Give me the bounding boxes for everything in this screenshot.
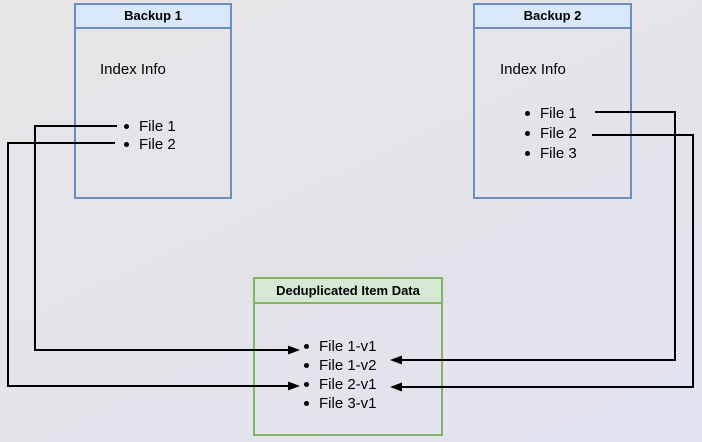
- list-item: File 3-v1: [304, 394, 377, 413]
- backup1-file-list: File 1 File 2: [124, 117, 176, 153]
- item-label: File 1-v2: [319, 357, 377, 374]
- file-label: File 1: [139, 117, 176, 135]
- dedup-title: Deduplicated Item Data: [276, 283, 420, 298]
- list-item: File 1-v2: [304, 356, 377, 375]
- bullet-icon: [304, 344, 309, 349]
- item-label: File 1-v1: [319, 338, 377, 355]
- backup2-box: Backup 2 Index Info File 1 File 2 File 3: [473, 3, 632, 199]
- list-item: File 2: [124, 135, 176, 153]
- list-item: File 1: [525, 103, 577, 123]
- backup1-box: Backup 1 Index Info File 1 File 2: [74, 3, 232, 199]
- bullet-icon: [304, 382, 309, 387]
- list-item: File 2: [525, 123, 577, 143]
- bullet-icon: [304, 401, 309, 406]
- list-item: File 1: [124, 117, 176, 135]
- backup2-title: Backup 2: [523, 8, 582, 23]
- bullet-icon: [525, 130, 530, 136]
- backup2-subtitle: Index Info: [500, 61, 566, 78]
- file-label: File 1: [540, 104, 577, 122]
- item-label: File 2-v1: [319, 376, 377, 393]
- list-item: File 2-v1: [304, 375, 377, 394]
- file-label: File 3: [540, 144, 577, 162]
- bullet-icon: [304, 363, 309, 368]
- dedup-item-list: File 1-v1 File 1-v2 File 2-v1 File 3-v1: [304, 337, 377, 413]
- item-label: File 3-v1: [319, 395, 377, 412]
- file-label: File 2: [540, 124, 577, 142]
- backup1-header: Backup 1: [76, 5, 230, 29]
- bullet-icon: [124, 141, 129, 147]
- backup1-title: Backup 1: [124, 8, 182, 23]
- list-item: File 3: [525, 143, 577, 163]
- bullet-icon: [525, 150, 530, 156]
- list-item: File 1-v1: [304, 337, 377, 356]
- backup2-file-list: File 1 File 2 File 3: [525, 103, 577, 163]
- file-label: File 2: [139, 135, 176, 153]
- bullet-icon: [525, 110, 530, 116]
- dedup-box: Deduplicated Item Data File 1-v1 File 1-…: [253, 277, 443, 436]
- bullet-icon: [124, 123, 129, 129]
- backup2-header: Backup 2: [475, 5, 630, 29]
- backup1-subtitle: Index Info: [100, 61, 166, 78]
- dedup-header: Deduplicated Item Data: [255, 279, 441, 304]
